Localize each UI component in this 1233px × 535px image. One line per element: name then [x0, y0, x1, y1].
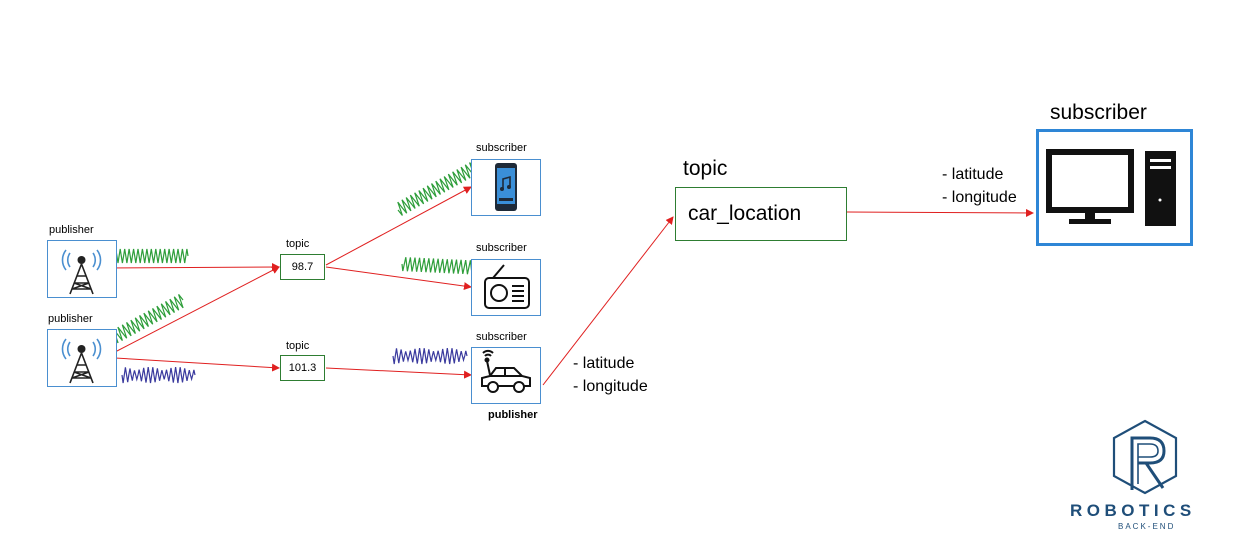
subscriber-car-label: subscriber: [476, 331, 527, 343]
radio-tower-icon: [61, 249, 102, 295]
desktop-computer-icon: [1046, 149, 1176, 226]
subscriber-field-latitude: - latitude: [942, 166, 1004, 183]
subscriber-message-fields: - latitude - longitude: [942, 163, 1017, 209]
car-field-latitude: - latitude: [573, 355, 635, 372]
topic-1013-label: topic: [286, 340, 310, 352]
robotics-backend-logo: ROBOTICS BACK-END: [1068, 418, 1223, 533]
topic-1013-box[interactable]: 101.3: [280, 355, 325, 381]
car-field-longitude: - longitude: [573, 378, 648, 395]
arrow-car-to-car-location: [542, 216, 674, 386]
topic-987-label: topic: [286, 238, 310, 250]
car-publisher-label: publisher: [488, 409, 538, 421]
arrow-topic987-to-phone: [325, 186, 472, 266]
logo-wordmark: ROBOTICS: [1070, 501, 1196, 520]
publisher-1-node[interactable]: [47, 240, 117, 298]
wave-am-publisher2: [121, 367, 196, 384]
subscriber-computer-node[interactable]: [1036, 129, 1193, 246]
wave-fm-publisher2: [104, 294, 184, 348]
logo-subtext: BACK-END: [1118, 522, 1176, 531]
topic-987-box[interactable]: 98.7: [280, 254, 325, 280]
radio-receiver-icon: [484, 264, 530, 309]
subscriber-field-longitude: - longitude: [942, 189, 1017, 206]
arrow-publisher2-to-topic1013: [114, 357, 280, 372]
radio-tower-icon: [61, 338, 102, 384]
publisher-2-node[interactable]: [47, 329, 117, 387]
subscriber-car-node[interactable]: [471, 347, 541, 404]
publisher-1-label: publisher: [49, 224, 94, 236]
arrow-car-location-to-subscriber: [846, 208, 1034, 217]
arrow-publisher2-to-topic987: [114, 266, 280, 353]
publisher-2-label: publisher: [48, 313, 93, 325]
subscriber-phone-label: subscriber: [476, 142, 527, 154]
wave-fm-phone: [397, 162, 475, 216]
subscriber-phone-node[interactable]: [471, 159, 541, 216]
car-icon: [481, 349, 531, 393]
topic-car-location-label: topic: [683, 157, 728, 180]
smartphone-music-icon: [495, 163, 517, 211]
arrow-publisher1-to-topic987: [99, 263, 280, 272]
wave-am-car: [392, 348, 468, 365]
topic-car-location-box[interactable]: car_location: [675, 187, 847, 241]
arrow-topic1013-to-car: [325, 367, 472, 379]
wave-fm-publisher1: [107, 248, 189, 264]
subscriber-radio-node[interactable]: [471, 259, 541, 316]
arrow-topic987-to-radio: [325, 266, 472, 291]
subscriber-computer-label: subscriber: [1050, 101, 1147, 124]
logo-r-hexagon-icon: [1112, 419, 1178, 495]
subscriber-radio-label: subscriber: [476, 242, 527, 254]
car-message-fields: - latitude - longitude: [573, 352, 648, 398]
